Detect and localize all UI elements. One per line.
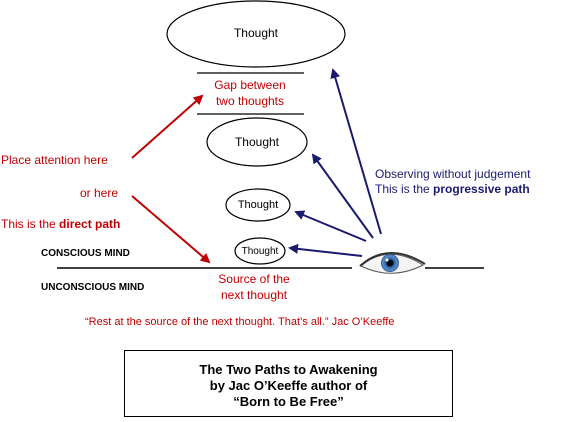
thought-medium-ellipse [206, 117, 308, 167]
thought-large-label: Thought [233, 26, 279, 40]
place-attention-label: Place attention here [1, 153, 108, 167]
thought-small-label: Thought [237, 199, 279, 211]
arrow-to-gap [131, 94, 204, 159]
progressive-path-label: This is the progressive path [375, 182, 530, 197]
thought-small-ellipse [225, 188, 291, 222]
or-here-label: or here [80, 186, 119, 200]
direct-path-label: This is the direct path [1, 217, 120, 232]
progressive-path-prefix: This is the [375, 182, 434, 196]
conscious-mind-label: CONSCIOUS MIND [41, 248, 130, 259]
arrow-eye-to-small-thought [294, 210, 367, 242]
arrow-eye-to-smallest-thought [288, 243, 363, 257]
title-line-2: by Jac O’Keeffe author of [209, 378, 368, 393]
progressive-path-emphasis: progressive path [433, 182, 530, 196]
observing-label: Observing without judgement [375, 167, 531, 181]
thought-smallest-ellipse [234, 237, 286, 265]
eye-icon [359, 252, 426, 274]
quote-text: “Rest at the source of the next thought.… [85, 316, 395, 328]
title-line-3: “Born to Be Free” [233, 394, 344, 409]
direct-path-emphasis: direct path [59, 217, 121, 231]
source-label-line-2: next thought [220, 288, 288, 302]
thought-smallest-label: Thought [241, 246, 279, 257]
gap-label-line-2: two thoughts [215, 94, 285, 108]
gap-label-line-1: Gap between [214, 78, 286, 92]
arrow-eye-to-medium-thought [311, 153, 374, 239]
unconscious-mind-label: UNCONSCIOUS MIND [41, 282, 145, 293]
title-box: The Two Paths to Awakening by Jac O’Keef… [124, 350, 453, 417]
thought-medium-label: Thought [234, 135, 280, 149]
arrow-to-source [131, 195, 211, 264]
title-line-1: The Two Paths to Awakening [199, 362, 378, 377]
direct-path-prefix: This is the [1, 217, 60, 231]
thought-large-ellipse [166, 0, 346, 68]
arrow-eye-to-large-thought [330, 68, 382, 235]
source-label-line-1: Source of the [218, 272, 290, 286]
